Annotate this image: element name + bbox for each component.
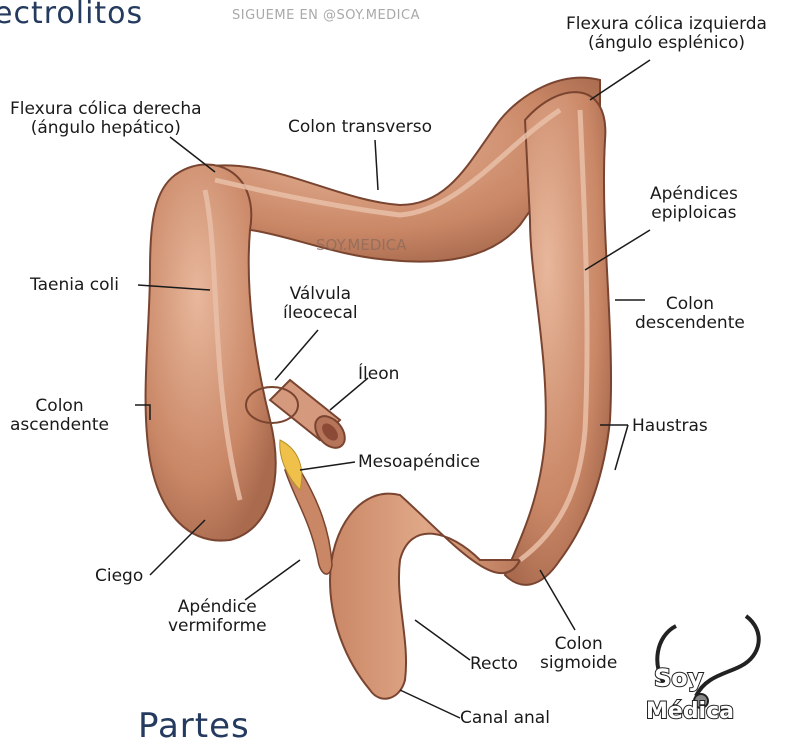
label-colon-descendente: Colon descendente xyxy=(635,295,745,333)
label-colon-transverso: Colon transverso xyxy=(288,118,432,137)
label-apendices-epiploicas: Apéndices epiploicas xyxy=(650,185,738,223)
label-line: Colon xyxy=(635,295,745,314)
label-line: (ángulo hepático) xyxy=(10,119,202,138)
label-taenia-coli: Taenia coli xyxy=(30,276,119,295)
label-ileon: Íleon xyxy=(358,365,399,384)
label-line: Apéndices xyxy=(650,185,738,204)
label-valvula-ileocecal: Válvula íleocecal xyxy=(283,285,358,323)
label-line: descendente xyxy=(635,314,745,333)
bottom-partial-title: Partes xyxy=(138,706,250,746)
logo-text-top: Soy xyxy=(654,664,704,692)
label-canal-anal: Canal anal xyxy=(460,709,550,728)
label-ciego: Ciego xyxy=(95,567,143,586)
label-line: sigmoide xyxy=(540,654,617,673)
label-line: Flexura cólica derecha xyxy=(10,100,202,119)
soy-medica-logo: Soy Médica xyxy=(636,606,786,736)
label-line: vermiforme xyxy=(168,617,267,636)
label-flexura-izquierda: Flexura cólica izquierda (ángulo espléni… xyxy=(566,15,767,53)
label-line: íleocecal xyxy=(283,304,358,323)
label-colon-sigmoide: Colon sigmoide xyxy=(540,635,617,673)
logo-text-bottom: Médica xyxy=(646,699,734,724)
label-line: Colon xyxy=(540,635,617,654)
label-line: (ángulo esplénico) xyxy=(566,34,767,53)
label-flexura-derecha: Flexura cólica derecha (ángulo hepático) xyxy=(10,100,202,138)
label-mesoapendice: Mesoapéndice xyxy=(358,453,480,472)
label-line: Flexura cólica izquierda xyxy=(566,15,767,34)
label-line: Válvula xyxy=(283,285,358,304)
label-line: ascendente xyxy=(10,416,109,435)
appendix xyxy=(285,470,332,574)
label-colon-ascendente: Colon ascendente xyxy=(10,397,109,435)
label-apendice-vermiforme: Apéndice vermiforme xyxy=(168,598,267,636)
label-line: Apéndice xyxy=(168,598,267,617)
label-line: Colon xyxy=(10,397,109,416)
label-line: epiploicas xyxy=(650,204,738,223)
label-recto: Recto xyxy=(470,655,518,674)
label-haustras: Haustras xyxy=(632,417,708,436)
center-watermark: SOY.MEDICA xyxy=(316,236,407,254)
